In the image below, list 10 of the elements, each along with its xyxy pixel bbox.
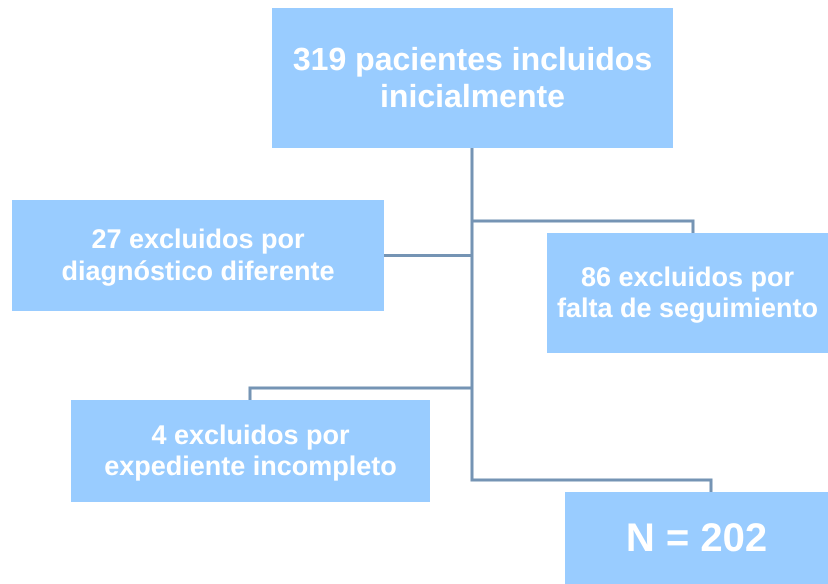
flow-box [71, 400, 430, 502]
box-text: N = 202 [626, 515, 768, 561]
flow-box [565, 492, 828, 584]
box-text: 27 excluidos por diagnóstico diferente [60, 224, 336, 287]
flow-box [272, 8, 673, 148]
flow-box [12, 200, 384, 311]
box-text: 319 pacientes incluidos inicialmente [292, 41, 654, 115]
flow-box [547, 233, 828, 353]
box-text: 86 excluidos por falta de seguimiento [556, 262, 820, 324]
box-text: 4 excluidos por expediente incompleto [103, 420, 398, 482]
